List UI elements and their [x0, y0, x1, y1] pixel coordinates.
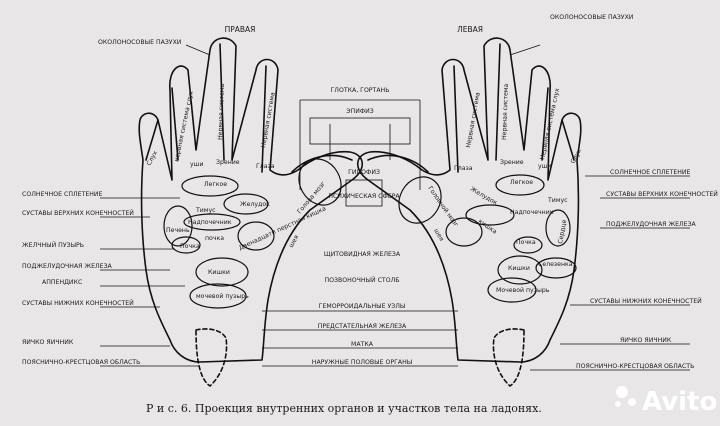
left-label-testis: ЯИЧКО ЯИЧНИК — [22, 339, 74, 346]
avito-text: Avito — [642, 387, 717, 417]
lh-vision: Зрение — [500, 159, 524, 166]
prostate-label: ПРЕДСТАТЕЛЬНАЯ ЖЕЛЕЗА — [318, 323, 407, 330]
lh-lung: Легкое — [510, 179, 533, 186]
hypophysis-label: ГИПОФИЗ — [348, 169, 380, 176]
lh-finger-4: Слух — [570, 148, 584, 165]
rh-eyes: Глаза — [256, 163, 275, 170]
rh-stomach: Желудок — [240, 201, 270, 208]
rh-finger-2: нервная система слух — [173, 90, 195, 163]
psyche-label: ПСИХИЧЕСКАЯ СФЕРА — [328, 193, 400, 200]
lh-heart: Сердце — [557, 219, 568, 244]
rh-ears: уши — [190, 161, 203, 168]
right-hand-title: ПРАВАЯ — [225, 25, 256, 34]
right-label-testis: ЯИЧКО ЯИЧНИК — [620, 337, 672, 344]
rh-finger-1: Слух — [146, 150, 160, 167]
lh-ears: уши — [538, 163, 551, 170]
lh-neck: шея — [432, 228, 445, 243]
lh-finger-2: Нервная система — [501, 83, 510, 140]
sinus-right-label: ОКОЛОНОСОВЫЕ ПАЗУХИ — [98, 39, 182, 46]
lh-brain: Головной мозг — [426, 185, 460, 229]
rh-bladder: мочевой пузырь — [196, 292, 249, 300]
rh-adrenal: Надпочечник — [188, 219, 232, 226]
avito-dot-icon — [616, 386, 628, 398]
rh-neck: шея — [288, 234, 301, 249]
right-label-pancreas: ПОДЖЕЛУДОЧНАЯ ЖЕЛЕЗА — [606, 221, 697, 228]
rh-kidney-2: Почка — [180, 243, 200, 250]
right-label-solar: СОЛНЕЧНОЕ СПЛЕТЕНИЕ — [610, 169, 691, 176]
lh-gut: кишка — [477, 218, 498, 236]
uterus-label: МАТКА — [351, 341, 374, 348]
right-label-lower-joints: СУСТАВЫ НИЖНИХ КОНЕЧНОСТЕЙ — [590, 296, 702, 305]
left-label-appendix: АППЕНДИКС — [42, 279, 82, 286]
rh-duodenum: Двенадцати перстная кишка — [238, 205, 327, 252]
spine-label: ПОЗВОНОЧНЫЙ СТОЛБ — [325, 275, 400, 284]
rh-vision: Зрение — [216, 159, 240, 166]
lh-finger-1: Нервная система — [465, 92, 482, 149]
epiphysis-label: ЭПИФИЗ — [346, 108, 374, 115]
figure-caption: Р и с. 6. Проекция внутренних органов и … — [146, 402, 542, 415]
lh-eyes: Глаза — [454, 165, 473, 172]
avito-watermark: Avito — [615, 386, 717, 417]
lh-kidney: Почка — [516, 239, 536, 246]
left-hand-title: ЛЕВАЯ — [457, 25, 483, 34]
rh-liver: Печень — [166, 227, 190, 234]
lh-adrenal: Надпочечник — [510, 209, 554, 216]
rh-finger-4: Нервная система — [260, 92, 277, 149]
lh-spleen: Селезенка — [538, 261, 573, 268]
rh-finger-3: Нервная система — [217, 83, 226, 140]
lh-thymus: Тимус — [547, 197, 568, 204]
left-label-gallbladder: ЖЕЛЧНЫЙ ПУЗЫРЬ — [22, 240, 84, 249]
left-hand-outline — [356, 37, 582, 363]
lh-bladder: Мочевой пузырь — [496, 286, 550, 294]
rh-kidney-1: почка — [205, 235, 224, 242]
left-label-lumbar: ПОЯСНИЧНО-КРЕСТЦОВАЯ ОБЛАСТЬ — [22, 359, 140, 366]
right-label-lumbar: ПОЯСНИЧНО-КРЕСТЦОВАЯ ОБЛАСТЬ — [576, 363, 694, 370]
lh-intestines: Кишки — [508, 265, 530, 272]
left-label-lower-joints: СУСТАВЫ НИЖНИХ КОНЕЧНОСТЕЙ — [22, 298, 134, 307]
left-label-upper-joints: СУСТАВЫ ВЕРХНИХ КОНЕЧНОСТЕЙ — [22, 208, 134, 217]
hemorrhoid-label: ГЕМОРРОИДАЛЬНЫЕ УЗЛЫ — [319, 303, 406, 310]
right-label-upper-joints: СУСТАВЫ ВЕРХНИХ КОНЕЧНОСТЕЙ — [606, 189, 718, 198]
rh-intestines: Кишки — [208, 269, 230, 276]
pharynx-label: ГЛОТКА, ГОРТАНЬ — [331, 87, 390, 94]
lh-stomach: Желудок — [469, 186, 499, 207]
genitals-label: НАРУЖНЫЕ ПОЛОВЫЕ ОРГАНЫ — [312, 359, 412, 366]
thyroid-label: ЩИТОВИДНАЯ ЖЕЛЕЗА — [324, 251, 401, 258]
left-label-pancreas: ПОДЖЕЛУДОЧНАЯ ЖЕЛЕЗА — [22, 263, 113, 270]
sinus-left-label: ОКОЛОНОСОВЫЕ ПАЗУХИ — [550, 14, 634, 21]
right-hand-outline — [138, 37, 364, 363]
rh-lung: Легкое — [204, 181, 227, 188]
rh-thymus: Тимус — [195, 207, 216, 214]
left-label-solar: СОЛНЕЧНОЕ СПЛЕТЕНИЕ — [22, 191, 103, 198]
lh-finger-3: Нервная система слух — [539, 87, 561, 160]
